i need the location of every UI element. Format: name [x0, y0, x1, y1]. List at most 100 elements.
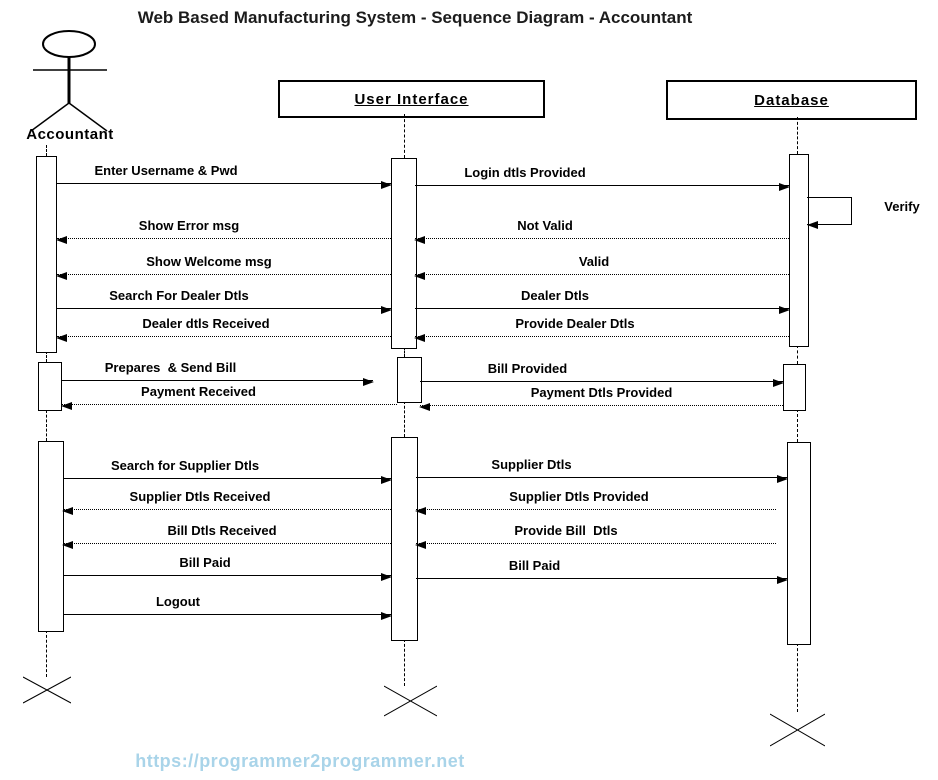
message-label-verify: Verify — [884, 199, 920, 214]
message-line — [57, 274, 391, 275]
message-supplier-dtls-received: Supplier Dtls Received — [62, 486, 391, 515]
activation-accountant-3 — [38, 441, 64, 632]
arrowhead-right-icon — [381, 181, 392, 189]
message-label: Logout — [155, 594, 201, 609]
message-payment-received: Payment Received — [61, 381, 397, 410]
message-bill-dtls-received: Bill Dtls Received — [62, 520, 391, 549]
message-label: Bill Paid — [179, 555, 231, 570]
arrowhead-right-icon — [779, 183, 790, 191]
arrowhead-right-icon — [777, 475, 788, 483]
message-label: Supplier Dtls Received — [129, 489, 271, 504]
arrowhead-left-icon — [419, 403, 430, 411]
message-search-for-dealer-dtls: Search For Dealer Dtls — [57, 285, 392, 314]
message-line — [62, 380, 373, 381]
message-line — [63, 575, 391, 576]
activation-accountant-1 — [36, 156, 57, 353]
diagram-title: Web Based Manufacturing System - Sequenc… — [137, 8, 693, 27]
message-label: Show Welcome msg — [146, 254, 272, 269]
lifeline-dash-database — [797, 643, 798, 712]
message-line — [420, 381, 783, 382]
message-verify-self-loop — [807, 197, 852, 229]
arrowhead-left-icon — [807, 221, 818, 229]
message-label: Supplier Dtls Provided — [509, 489, 649, 504]
message-label: Not Valid — [517, 218, 573, 233]
arrowhead-right-icon — [779, 306, 790, 314]
message-search-for-supplier-dtls: Search for Supplier Dtls — [63, 455, 392, 484]
message-dealer-dtls-received: Dealer dtls Received — [56, 313, 391, 342]
message-line — [63, 614, 391, 615]
message-line — [415, 238, 789, 239]
message-provide-bill-dtls: Provide Bill Dtls — [415, 520, 776, 549]
lifeline-label-user-interface: User Interface — [354, 90, 469, 108]
message-label: Provide Bill Dtls — [514, 523, 618, 538]
message-label: Prepares & Send Bill — [104, 360, 237, 375]
message-line — [63, 478, 391, 479]
activation-user-interface-2 — [397, 357, 422, 403]
message-supplier-dtls-provided: Supplier Dtls Provided — [415, 486, 776, 515]
message-label: Valid — [578, 254, 610, 269]
message-dealer-dtls: Dealer Dtls — [415, 285, 790, 314]
destroy-cross-accountant-icon — [23, 676, 71, 704]
message-supplier-dtls: Supplier Dtls — [416, 454, 788, 483]
message-label: Bill Provided — [487, 361, 568, 376]
message-line — [416, 477, 787, 478]
lifeline-dash-database — [797, 117, 798, 154]
message-line — [416, 578, 787, 579]
message-provide-dealer-dtls: Provide Dealer Dtls — [414, 313, 789, 342]
message-line — [57, 308, 391, 309]
arrowhead-right-icon — [381, 476, 392, 484]
message-show-error-msg: Show Error msg — [56, 215, 391, 244]
message-line — [415, 185, 789, 186]
message-label: Enter Username & Pwd — [94, 163, 238, 178]
actor-stick-figure-icon — [10, 25, 130, 137]
arrowhead-left-icon — [62, 541, 73, 549]
message-label: Show Error msg — [138, 218, 240, 233]
message-label: Supplier Dtls — [491, 457, 572, 472]
arrowhead-right-icon — [381, 612, 392, 620]
lifeline-dash-accountant — [46, 145, 47, 156]
arrowhead-left-icon — [61, 402, 72, 410]
message-label: Bill Dtls Received — [167, 523, 277, 538]
arrowhead-right-icon — [381, 306, 392, 314]
message-label: Payment Dtls Provided — [530, 385, 673, 400]
arrowhead-left-icon — [62, 507, 73, 515]
message-enter-username-pwd: Enter Username & Pwd — [57, 160, 392, 189]
lifeline-dash-accountant — [46, 351, 47, 362]
message-line — [416, 543, 776, 544]
message-login-dtls-provided: Login dtls Provided — [415, 162, 790, 191]
arrowhead-left-icon — [414, 272, 425, 280]
lifeline-dash-accountant — [46, 630, 47, 677]
activation-user-interface-3 — [391, 437, 418, 641]
message-line — [62, 404, 397, 405]
lifeline-dash-database — [797, 409, 798, 442]
lifeline-dash-user-interface — [404, 639, 405, 686]
message-logout: Logout — [63, 591, 392, 620]
message-label: Provide Dealer Dtls — [515, 316, 635, 331]
arrowhead-right-icon — [363, 378, 374, 386]
arrowhead-right-icon — [381, 573, 392, 581]
lifeline-label-accountant: Accountant — [26, 126, 114, 143]
lifeline-head-user-interface: User Interface — [278, 80, 545, 118]
message-line — [63, 509, 391, 510]
message-not-valid: Not Valid — [414, 215, 789, 244]
watermark-url: https://programmer2programmer.net — [135, 751, 465, 771]
lifeline-dash-user-interface — [404, 347, 405, 357]
lifeline-label-database: Database — [754, 91, 829, 109]
message-line — [57, 183, 391, 184]
message-line — [415, 308, 789, 309]
message-bill-provided: Bill Provided — [420, 358, 784, 387]
message-payment-dtls-provided: Payment Dtls Provided — [419, 382, 783, 411]
lifeline-dash-accountant — [46, 410, 47, 441]
arrowhead-left-icon — [56, 272, 67, 280]
message-bill-paid-left: Bill Paid — [63, 552, 392, 581]
message-line — [57, 336, 391, 337]
lifeline-dash-user-interface — [404, 401, 405, 437]
activation-accountant-2 — [38, 362, 62, 411]
arrowhead-left-icon — [56, 334, 67, 342]
activation-database-3 — [787, 442, 811, 645]
message-valid: Valid — [414, 251, 789, 280]
lifeline-dash-user-interface — [404, 114, 405, 158]
message-label: Login dtls Provided — [464, 165, 586, 180]
message-line — [415, 274, 789, 275]
arrowhead-left-icon — [56, 236, 67, 244]
